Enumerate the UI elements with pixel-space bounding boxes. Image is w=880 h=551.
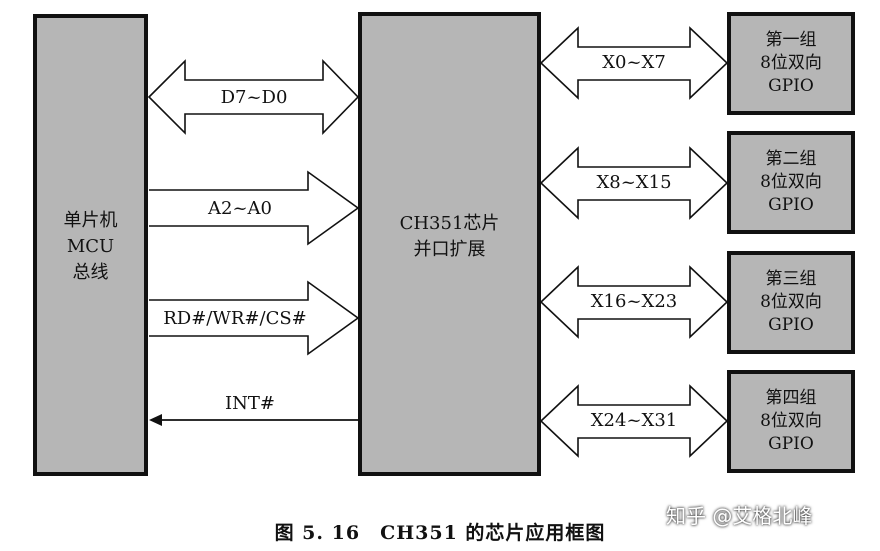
gpio-group-2-name: 第二组 <box>765 149 817 169</box>
int-arrowhead <box>149 414 162 426</box>
addr-bus-arrow <box>149 170 360 246</box>
gpio-bus-label-1: X0~X7 <box>602 52 666 73</box>
gpio-bus-arrow-2 <box>539 146 729 220</box>
figure-caption: 图 5. 16 CH351 的芯片应用框图 <box>274 522 606 544</box>
data-bus-label: D7~D0 <box>220 87 288 108</box>
ch351-block: CH351芯片 并口扩展 <box>358 12 541 476</box>
addr-bus-label: A2~A0 <box>208 198 272 219</box>
gpio-group-1-block: 第一组 8位双向 GPIO <box>727 12 855 115</box>
int-label: INT# <box>225 393 275 414</box>
gpio-group-2-desc: 8位双向 <box>760 172 822 192</box>
ch351-label-line2: 并口扩展 <box>413 239 486 260</box>
watermark: 知乎 @艾格北峰 <box>666 504 813 528</box>
gpio-group-2-block: 第二组 8位双向 GPIO <box>727 131 855 234</box>
gpio-group-1-desc: 8位双向 <box>760 53 822 73</box>
gpio-group-2-type: GPIO <box>768 195 814 215</box>
gpio-bus-arrow-1 <box>539 26 729 100</box>
gpio-group-4-desc: 8位双向 <box>760 411 822 431</box>
gpio-group-3-block: 第三组 8位双向 GPIO <box>727 251 855 354</box>
mcu-label-line1: 单片机 <box>63 210 118 231</box>
gpio-bus-arrow-4 <box>539 384 729 458</box>
gpio-group-4-type: GPIO <box>768 434 814 454</box>
gpio-group-4-name: 第四组 <box>765 388 817 408</box>
gpio-group-3-type: GPIO <box>768 315 814 335</box>
ctrl-bus-label: RD#/WR#/CS# <box>163 308 307 329</box>
gpio-bus-label-3: X16~X23 <box>590 291 678 312</box>
ctrl-bus-arrow <box>149 280 360 356</box>
gpio-bus-label-2: X8~X15 <box>596 172 672 193</box>
gpio-group-3-desc: 8位双向 <box>760 292 822 312</box>
gpio-group-3-name: 第三组 <box>765 269 817 289</box>
mcu-label-line2: MCU <box>66 236 115 257</box>
gpio-bus-arrow-3 <box>539 265 729 339</box>
data-bus-arrow <box>147 59 360 135</box>
mcu-label-line3: 总线 <box>72 262 109 283</box>
mcu-block: 单片机 MCU 总线 <box>33 14 148 476</box>
gpio-bus-label-4: X24~X31 <box>590 410 678 431</box>
ch351-label-line1: CH351芯片 <box>399 213 500 234</box>
gpio-group-4-block: 第四组 8位双向 GPIO <box>727 370 855 473</box>
gpio-group-1-type: GPIO <box>768 76 814 96</box>
gpio-group-1-name: 第一组 <box>765 30 817 50</box>
